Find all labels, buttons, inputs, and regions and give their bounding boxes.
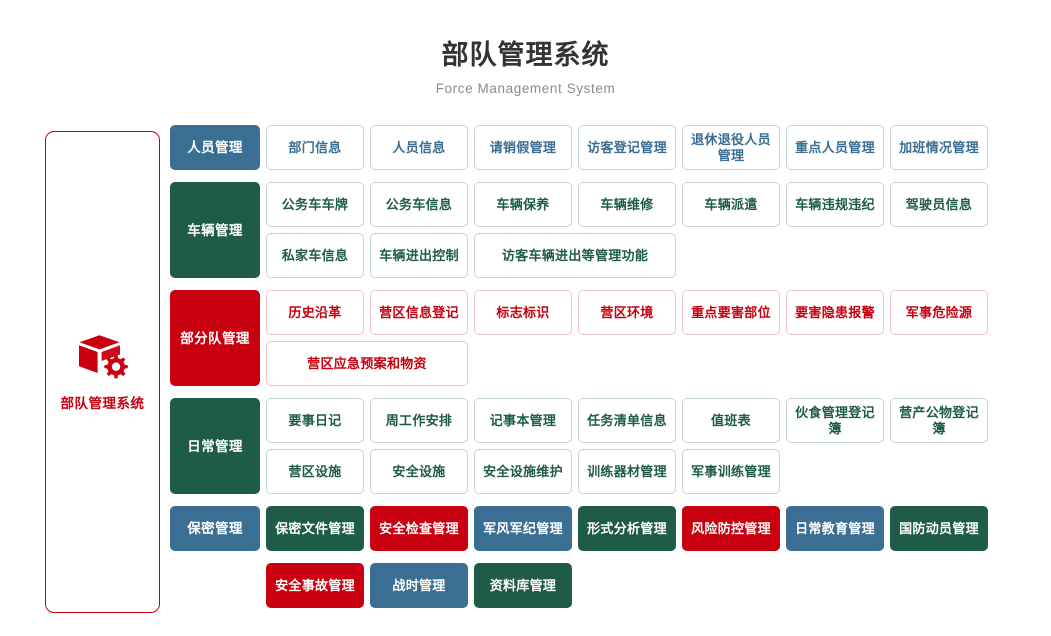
menu-item[interactable]: 标志标识 — [474, 290, 572, 335]
menu-item[interactable]: 车辆保养 — [474, 182, 572, 227]
category-row: 人员管理部门信息人员信息请销假管理访客登记管理退休退役人员管理重点人员管理加班情… — [170, 125, 1006, 176]
menu-item[interactable]: 安全设施维护 — [474, 449, 572, 494]
menu-item[interactable]: 军风军纪管理 — [474, 506, 572, 551]
menu-item[interactable]: 公务车车牌 — [266, 182, 364, 227]
main-body: 部队管理系统 人员管理部门信息人员信息请销假管理访客登记管理退休退役人员管理重点… — [0, 123, 1051, 623]
brand-panel: 部队管理系统 — [45, 131, 160, 613]
menu-item[interactable]: 战时管理 — [370, 563, 468, 608]
menu-item[interactable]: 访客登记管理 — [578, 125, 676, 170]
menu-item[interactable]: 车辆进出控制 — [370, 233, 468, 278]
menu-item[interactable]: 保密文件管理 — [266, 506, 364, 551]
menu-item[interactable]: 驾驶员信息 — [890, 182, 988, 227]
menu-item[interactable]: 风险防控管理 — [682, 506, 780, 551]
menu-item[interactable]: 营区环境 — [578, 290, 676, 335]
category-items: 历史沿革营区信息登记标志标识营区环境重点要害部位要害隐患报警军事危险源营区应急预… — [266, 290, 1006, 392]
menu-item[interactable]: 要害隐患报警 — [786, 290, 884, 335]
menu-item[interactable]: 值班表 — [682, 398, 780, 443]
menu-item[interactable]: 安全事故管理 — [266, 563, 364, 608]
category-label[interactable]: 保密管理 — [170, 506, 260, 551]
menu-item[interactable]: 要事日记 — [266, 398, 364, 443]
menu-item[interactable]: 日常教育管理 — [786, 506, 884, 551]
menu-item[interactable]: 重点要害部位 — [682, 290, 780, 335]
category-label[interactable]: 人员管理 — [170, 125, 260, 170]
brand-label: 部队管理系统 — [60, 395, 145, 411]
category-items: 安全事故管理战时管理资料库管理 — [266, 563, 1006, 614]
page-title: 部队管理系统 — [441, 40, 610, 70]
menu-item[interactable]: 车辆违规违纪 — [786, 182, 884, 227]
menu-item[interactable]: 任务清单信息 — [578, 398, 676, 443]
category-row: 日常管理要事日记周工作安排记事本管理任务清单信息值班表伙食管理登记簿营产公物登记… — [170, 398, 1006, 500]
menu-item[interactable]: 军事训练管理 — [682, 449, 780, 494]
menu-item[interactable]: 部门信息 — [266, 125, 364, 170]
menu-item[interactable]: 记事本管理 — [474, 398, 572, 443]
menu-item[interactable]: 公务车信息 — [370, 182, 468, 227]
category-label[interactable]: 车辆管理 — [170, 182, 260, 278]
menu-item[interactable]: 训练器材管理 — [578, 449, 676, 494]
category-items: 公务车车牌公务车信息车辆保养车辆维修车辆派遣车辆违规违纪驾驶员信息私家车信息车辆… — [266, 182, 1006, 284]
menu-item[interactable]: 营区应急预案和物资 — [266, 341, 468, 386]
menu-item[interactable]: 加班情况管理 — [890, 125, 988, 170]
menu-item[interactable]: 营区设施 — [266, 449, 364, 494]
menu-item[interactable]: 车辆派遣 — [682, 182, 780, 227]
category-row: 车辆管理公务车车牌公务车信息车辆保养车辆维修车辆派遣车辆违规违纪驾驶员信息私家车… — [170, 182, 1006, 284]
menu-item[interactable]: 访客车辆进出等管理功能 — [474, 233, 676, 278]
category-items: 部门信息人员信息请销假管理访客登记管理退休退役人员管理重点人员管理加班情况管理 — [266, 125, 1006, 176]
category-grid: 人员管理部门信息人员信息请销假管理访客登记管理退休退役人员管理重点人员管理加班情… — [170, 125, 1006, 620]
menu-item[interactable]: 形式分析管理 — [578, 506, 676, 551]
menu-item[interactable]: 伙食管理登记簿 — [786, 398, 884, 443]
menu-item[interactable]: 营产公物登记簿 — [890, 398, 988, 443]
menu-item[interactable]: 军事危险源 — [890, 290, 988, 335]
category-row: 安全事故管理战时管理资料库管理 — [170, 563, 1006, 614]
category-items: 要事日记周工作安排记事本管理任务清单信息值班表伙食管理登记簿营产公物登记簿营区设… — [266, 398, 1006, 500]
menu-item[interactable]: 私家车信息 — [266, 233, 364, 278]
category-items: 保密文件管理安全检查管理军风军纪管理形式分析管理风险防控管理日常教育管理国防动员… — [266, 506, 1006, 557]
category-label[interactable]: 日常管理 — [170, 398, 260, 494]
cube-gear-icon — [76, 333, 130, 383]
category-label-spacer — [170, 563, 260, 608]
menu-item[interactable]: 安全检查管理 — [370, 506, 468, 551]
menu-item[interactable]: 资料库管理 — [474, 563, 572, 608]
menu-item[interactable]: 周工作安排 — [370, 398, 468, 443]
category-label[interactable]: 部分队管理 — [170, 290, 260, 386]
category-row: 部分队管理历史沿革营区信息登记标志标识营区环境重点要害部位要害隐患报警军事危险源… — [170, 290, 1006, 392]
menu-item[interactable]: 退休退役人员管理 — [682, 125, 780, 170]
menu-item[interactable]: 重点人员管理 — [786, 125, 884, 170]
menu-item[interactable]: 人员信息 — [370, 125, 468, 170]
menu-item[interactable]: 车辆维修 — [578, 182, 676, 227]
menu-item[interactable]: 历史沿革 — [266, 290, 364, 335]
page-header: 部队管理系统 Force Management System — [0, 0, 1051, 98]
menu-item[interactable]: 国防动员管理 — [890, 506, 988, 551]
menu-item[interactable]: 安全设施 — [370, 449, 468, 494]
menu-item[interactable]: 营区信息登记 — [370, 290, 468, 335]
page-subtitle: Force Management System — [435, 81, 616, 96]
menu-item[interactable]: 请销假管理 — [474, 125, 572, 170]
category-row: 保密管理保密文件管理安全检查管理军风军纪管理形式分析管理风险防控管理日常教育管理… — [170, 506, 1006, 557]
